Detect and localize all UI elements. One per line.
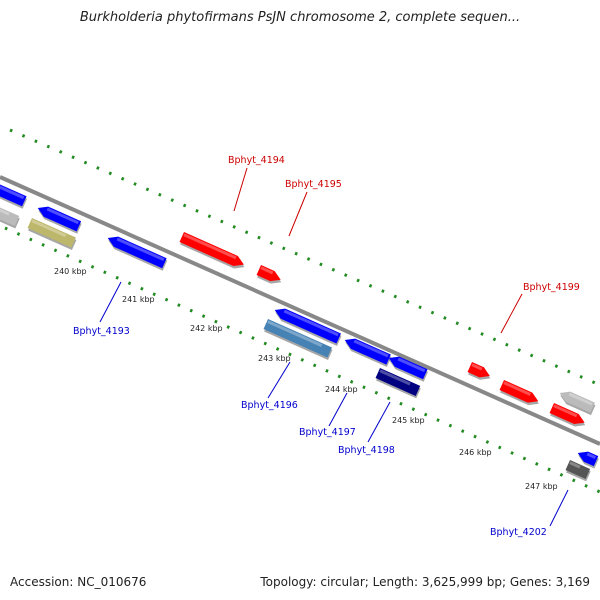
gene-label[interactable]: Bphyt_4199 (523, 282, 580, 293)
gene-arrow[interactable] (499, 380, 542, 409)
gene-arrow[interactable] (375, 368, 422, 399)
gene-arrow[interactable] (386, 353, 429, 382)
genome-summary-text: Topology: circular; Length: 3,625,999 bp… (260, 575, 590, 589)
inner-dotted-track (4, 226, 600, 494)
gene-arrow[interactable] (467, 362, 494, 383)
chromosome-backbone (0, 175, 600, 446)
gene-arrow[interactable] (565, 460, 592, 482)
gene-label-group-4194[interactable]: Bphyt_4194 (228, 155, 285, 212)
gene-arrow[interactable] (557, 388, 597, 416)
tick-label: 242 kbp (190, 324, 223, 333)
tick-label: 241 kbp (122, 295, 155, 304)
gene-arrow[interactable] (105, 233, 168, 271)
tick-label: 244 kbp (325, 385, 358, 394)
tick-label: 246 kbp (459, 448, 492, 457)
gene-arrow[interactable] (575, 448, 600, 469)
gene-label[interactable]: Bphyt_4193 (73, 326, 130, 337)
gene-label-group-4202[interactable]: Bphyt_4202 (490, 489, 569, 538)
tick-label: 243 kbp (258, 354, 291, 363)
gene-arrow[interactable] (27, 218, 78, 251)
tick-label: 245 kbp (392, 416, 425, 425)
gene-label-group-4195[interactable]: Bphyt_4195 (285, 179, 342, 237)
gene-arrow[interactable] (35, 203, 83, 234)
tick-label: 240 kbp (54, 267, 87, 276)
scale-ticks: 240 kbp 241 kbp 242 kbp 243 kbp 244 kbp … (54, 267, 558, 491)
gene-label-group-4193[interactable]: Bphyt_4193 (73, 281, 130, 337)
gene-arrow[interactable] (0, 180, 28, 209)
gene-label[interactable]: Bphyt_4202 (490, 527, 547, 538)
gene-label-group-4197[interactable]: Bphyt_4197 (299, 392, 356, 438)
gene-label-group-4199[interactable]: Bphyt_4199 (500, 282, 580, 334)
gene-label[interactable]: Bphyt_4195 (285, 179, 342, 190)
gene-arrow[interactable] (342, 335, 393, 368)
gene-label[interactable]: Bphyt_4197 (299, 427, 356, 438)
gene-label-group-4196[interactable]: Bphyt_4196 (241, 361, 298, 411)
gene-arrow[interactable] (179, 232, 248, 272)
gene-arrow[interactable] (272, 305, 343, 346)
gene-arrow[interactable] (0, 203, 21, 229)
gene-label[interactable]: Bphyt_4196 (241, 400, 298, 411)
tick-label: 247 kbp (525, 482, 558, 491)
accession-text: Accession: NC_010676 (10, 575, 147, 589)
gene-label-group-4198[interactable]: Bphyt_4198 (338, 401, 395, 456)
gene-label[interactable]: Bphyt_4194 (228, 155, 285, 166)
gene-arrow[interactable] (549, 403, 589, 430)
gene-label[interactable]: Bphyt_4198 (338, 445, 395, 456)
map-title: Burkholderia phytofirmans PsJN chromosom… (79, 10, 521, 25)
gene-arrow[interactable] (256, 265, 285, 287)
gene-arrow[interactable] (263, 319, 334, 360)
